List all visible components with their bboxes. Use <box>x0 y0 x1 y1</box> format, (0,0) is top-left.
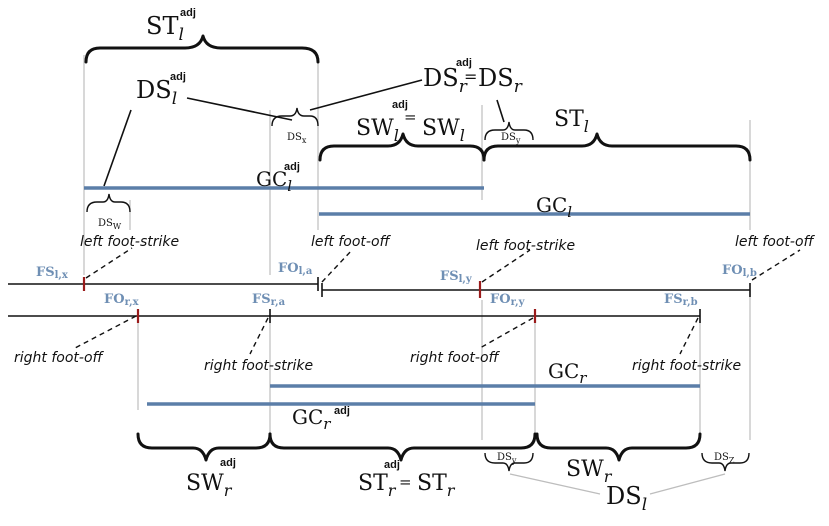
connector-line <box>103 109 132 187</box>
adj-superscript: adj <box>384 459 400 471</box>
ds-y-bottom-label: DSy <box>497 452 517 465</box>
brace-ds-y-bottom <box>484 452 534 472</box>
ds-y-top-label: DSy <box>501 132 521 145</box>
brace-ds-z <box>701 452 750 472</box>
brace-ds-y-top <box>484 121 534 141</box>
st-l-label: STl <box>554 107 589 136</box>
annotation-left-foot-off: left foot-off <box>735 234 816 250</box>
adj-superscript: adj <box>170 71 186 83</box>
annotation-left-foot-strike: left foot-strike <box>476 238 575 254</box>
adj-superscript: adj <box>220 457 236 469</box>
event-fo-rx: FOr,x <box>104 292 140 308</box>
annotation-right-foot-strike: right foot-strike <box>632 358 741 374</box>
ds-r-adj-label: DSr <box>423 64 468 97</box>
equals-sign: = <box>464 67 477 86</box>
annotation-left-foot-strike: left foot-strike <box>80 234 179 250</box>
sw-r-adj-label: SWr <box>186 471 233 500</box>
brace-sw-l <box>318 132 486 162</box>
adj-superscript: adj <box>284 161 300 173</box>
event-fo-lb: FOl,b <box>722 263 757 279</box>
event-fo-ry: FOr,y <box>490 292 526 308</box>
pointer-right-foot-off <box>479 317 534 349</box>
ds-r-label: DSr <box>478 64 523 97</box>
adj-superscript: adj <box>180 7 196 19</box>
equals-sign: = <box>404 108 417 126</box>
adj-superscript: adj <box>392 99 408 111</box>
annotation-left-foot-off: left foot-off <box>311 234 392 250</box>
pointer-left-foot-strike <box>85 247 133 279</box>
st-r-label: STr <box>417 471 456 500</box>
brace-st-l-adj <box>84 34 320 64</box>
event-fs-lx: FSl,x <box>36 265 69 281</box>
connector-line <box>186 97 293 121</box>
event-fs-rb: FSr,b <box>664 292 698 308</box>
pointer-right-foot-strike <box>249 317 269 355</box>
adj-superscript: adj <box>334 405 350 417</box>
adj-superscript: adj <box>456 57 472 69</box>
ds-w-label: DSW <box>98 218 122 231</box>
pointer-right-foot-off <box>74 315 137 349</box>
pointer-left-foot-off <box>321 249 353 283</box>
annotation-right-foot-off: right foot-off <box>410 350 501 366</box>
connector-line <box>309 79 423 111</box>
brace-sw-r <box>535 432 702 462</box>
connector-line <box>496 99 505 123</box>
pointer-right-foot-strike <box>679 317 699 355</box>
annotation-right-foot-off: right foot-off <box>14 350 105 366</box>
ds-l-label: DSl <box>606 482 647 515</box>
pointer-left-foot-off <box>751 249 801 281</box>
gc-r-adj-label: GCr <box>292 405 331 433</box>
ds-l-adj-label: DSl <box>136 76 177 109</box>
ds-x-label: DSx <box>287 132 307 145</box>
st-r-adj-label: STr <box>358 471 397 500</box>
ds-l-connector <box>649 473 726 495</box>
brace-sw-r-adj <box>136 432 272 462</box>
gc-l-adj-label: GCl <box>256 167 292 195</box>
event-fs-ra: FSr,a <box>252 292 286 308</box>
equals-sign: = <box>399 473 412 491</box>
gc-r-label: GCr <box>548 359 587 387</box>
brace-st-r <box>268 432 537 462</box>
pointer-left-foot-strike <box>481 249 531 283</box>
sw-l-adj-label: SWl <box>356 116 399 145</box>
annotation-right-foot-strike: right foot-strike <box>204 358 313 374</box>
brace-st-l <box>482 132 752 162</box>
st-l-adj-label: STl <box>146 12 184 45</box>
gc-l-label: GCl <box>536 193 572 221</box>
sw-r-label: SWr <box>566 457 613 486</box>
ds-z-label: DSZ <box>714 452 735 465</box>
sw-l-label: SWl <box>422 116 465 145</box>
ds-l-connector <box>509 473 601 495</box>
guide-lines <box>83 55 751 440</box>
brace-ds-w <box>86 193 131 213</box>
event-fo-la: FOl,a <box>278 261 313 277</box>
event-fs-ly: FSl,y <box>440 269 473 285</box>
